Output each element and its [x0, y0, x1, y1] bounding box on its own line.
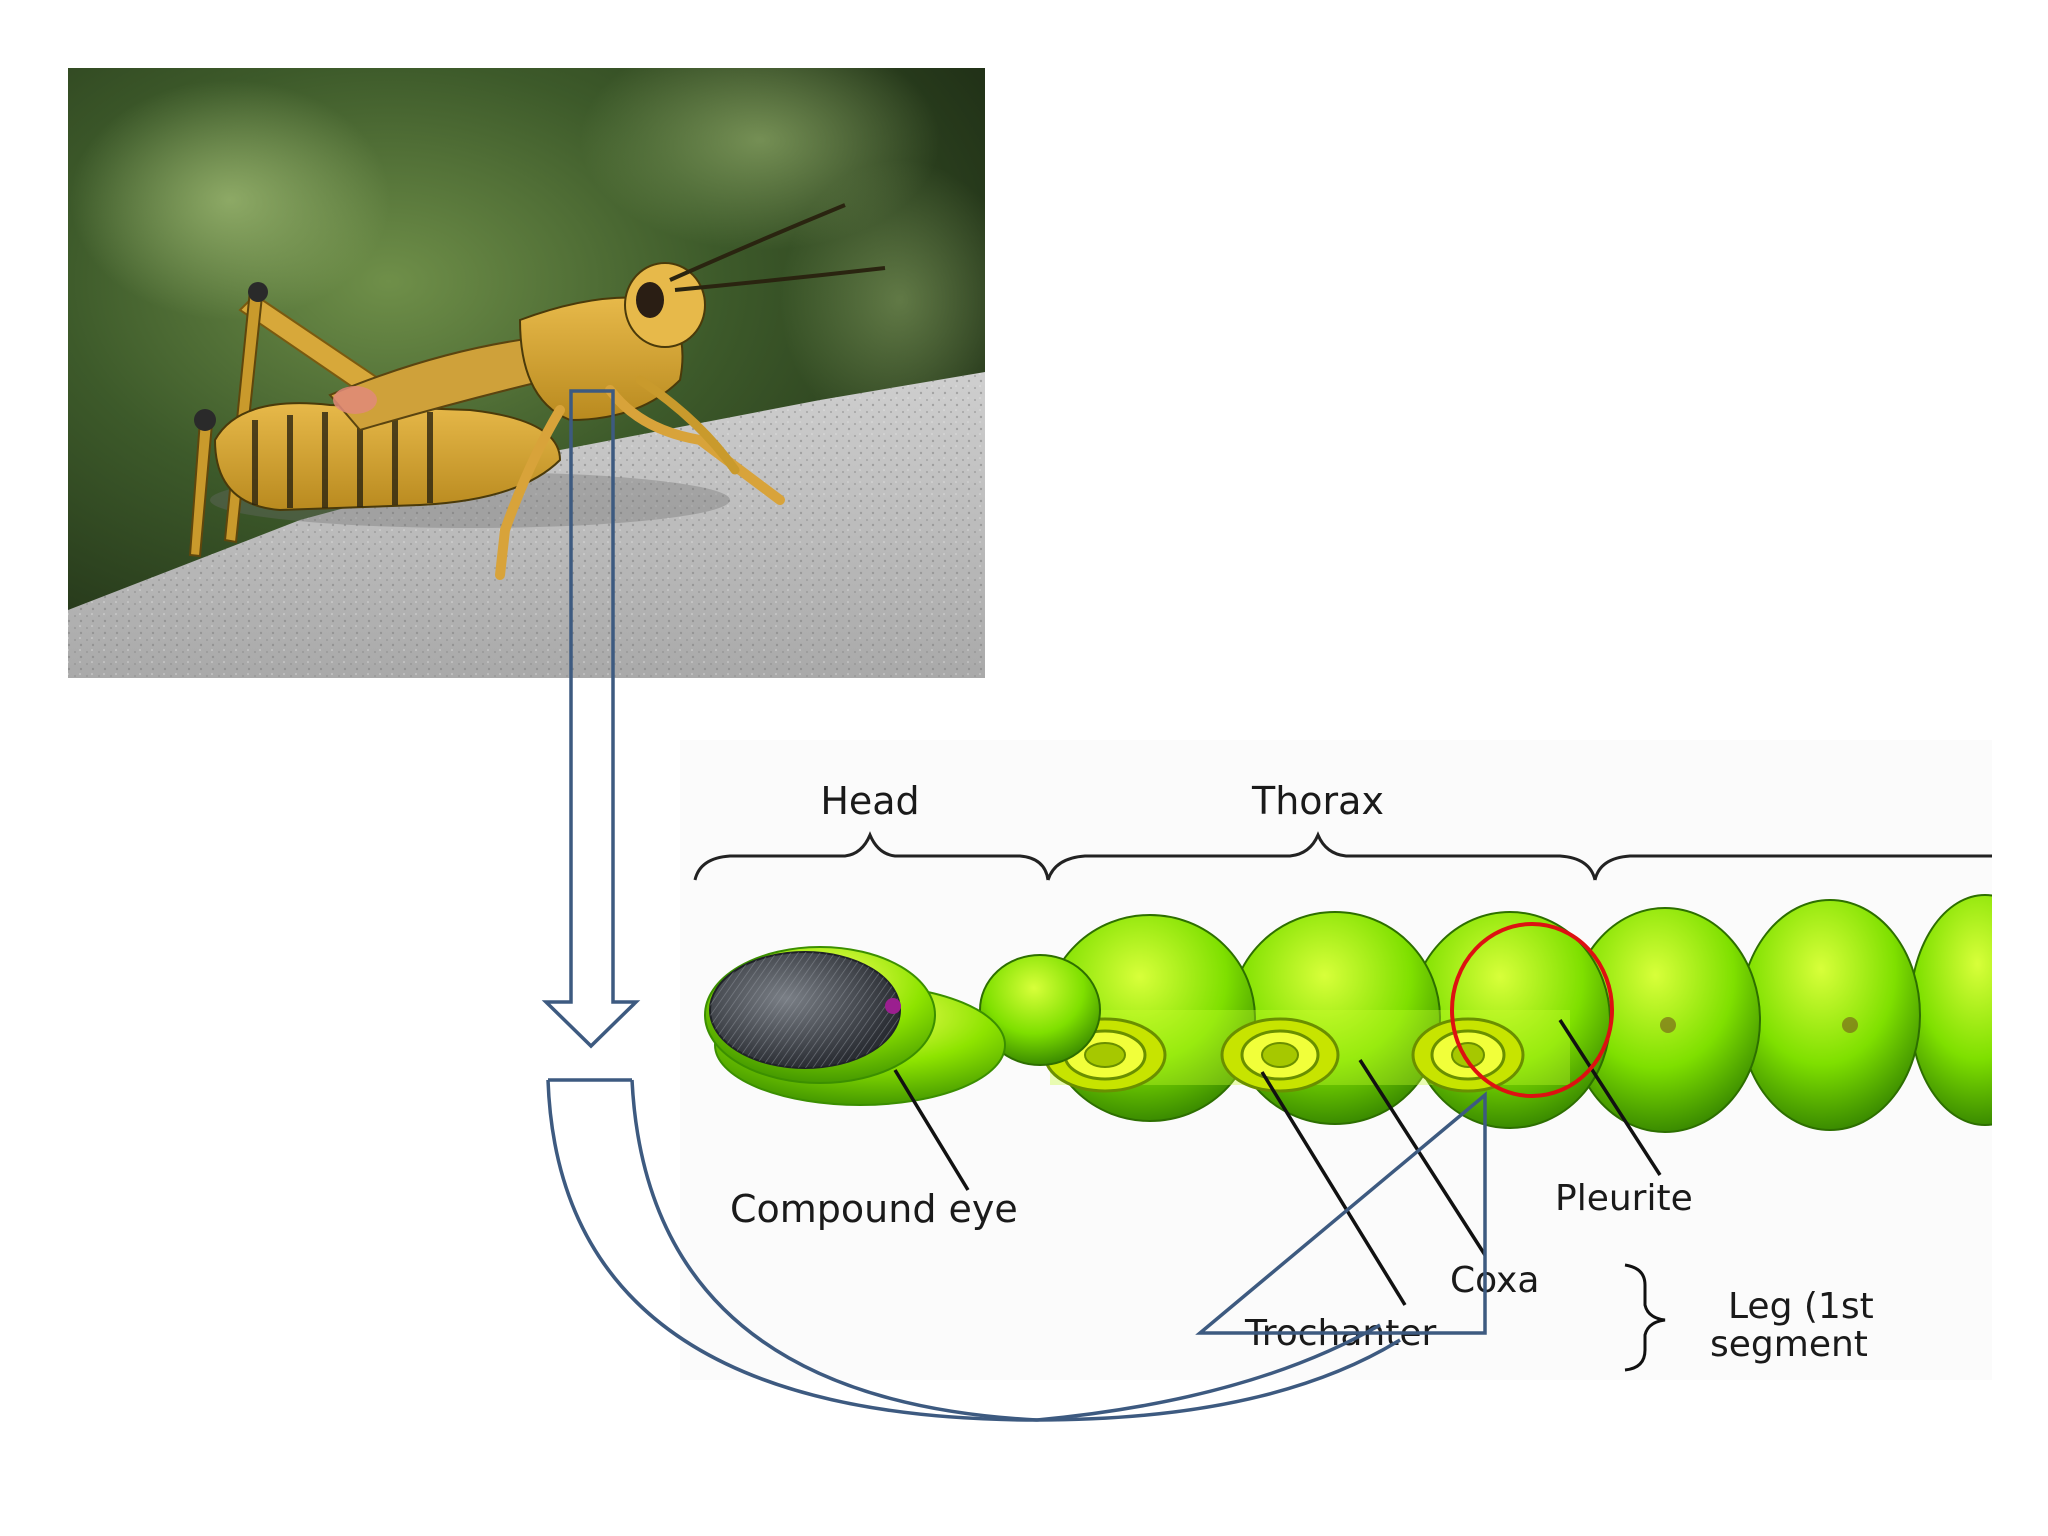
diagram-head [704, 946, 1006, 1106]
insect-diagram: Head Thorax Compound eye Pleurite Coxa T… [680, 740, 1992, 1380]
abdomen-segments [1569, 894, 1992, 1133]
down-arrow-icon [541, 389, 641, 1049]
thorax-brace [1046, 831, 1597, 881]
leg-label-line2: segment [1710, 1324, 1868, 1365]
grasshopper [188, 203, 886, 580]
thorax-label: Thorax [1251, 779, 1384, 823]
neck [979, 954, 1101, 1066]
pleurite-leader [1558, 1019, 1662, 1176]
pleurite-label: Pleurite [1555, 1178, 1693, 1219]
coxa-label: Coxa [1450, 1260, 1539, 1301]
leg-base-2 [1220, 1017, 1340, 1093]
abdomen-brace [1593, 854, 1992, 881]
curved-arrow-icon [546, 1078, 1487, 1422]
grasshopper-photo [68, 68, 985, 678]
coxa-highlight-circle [1450, 922, 1614, 1098]
head-label: Head [820, 779, 919, 823]
leg-bracket [1624, 1263, 1666, 1372]
head-brace [693, 831, 1050, 881]
leg-base-3 [1411, 1017, 1525, 1093]
leg-label-line1: Leg (1st [1728, 1286, 1874, 1327]
thorax-segments [1043, 911, 1611, 1129]
trochanter-leader [1260, 1071, 1407, 1306]
compound-eye-label: Compound eye [730, 1187, 1018, 1231]
compound-eye-leader [893, 1069, 970, 1191]
coxa-leader [1358, 1059, 1487, 1256]
